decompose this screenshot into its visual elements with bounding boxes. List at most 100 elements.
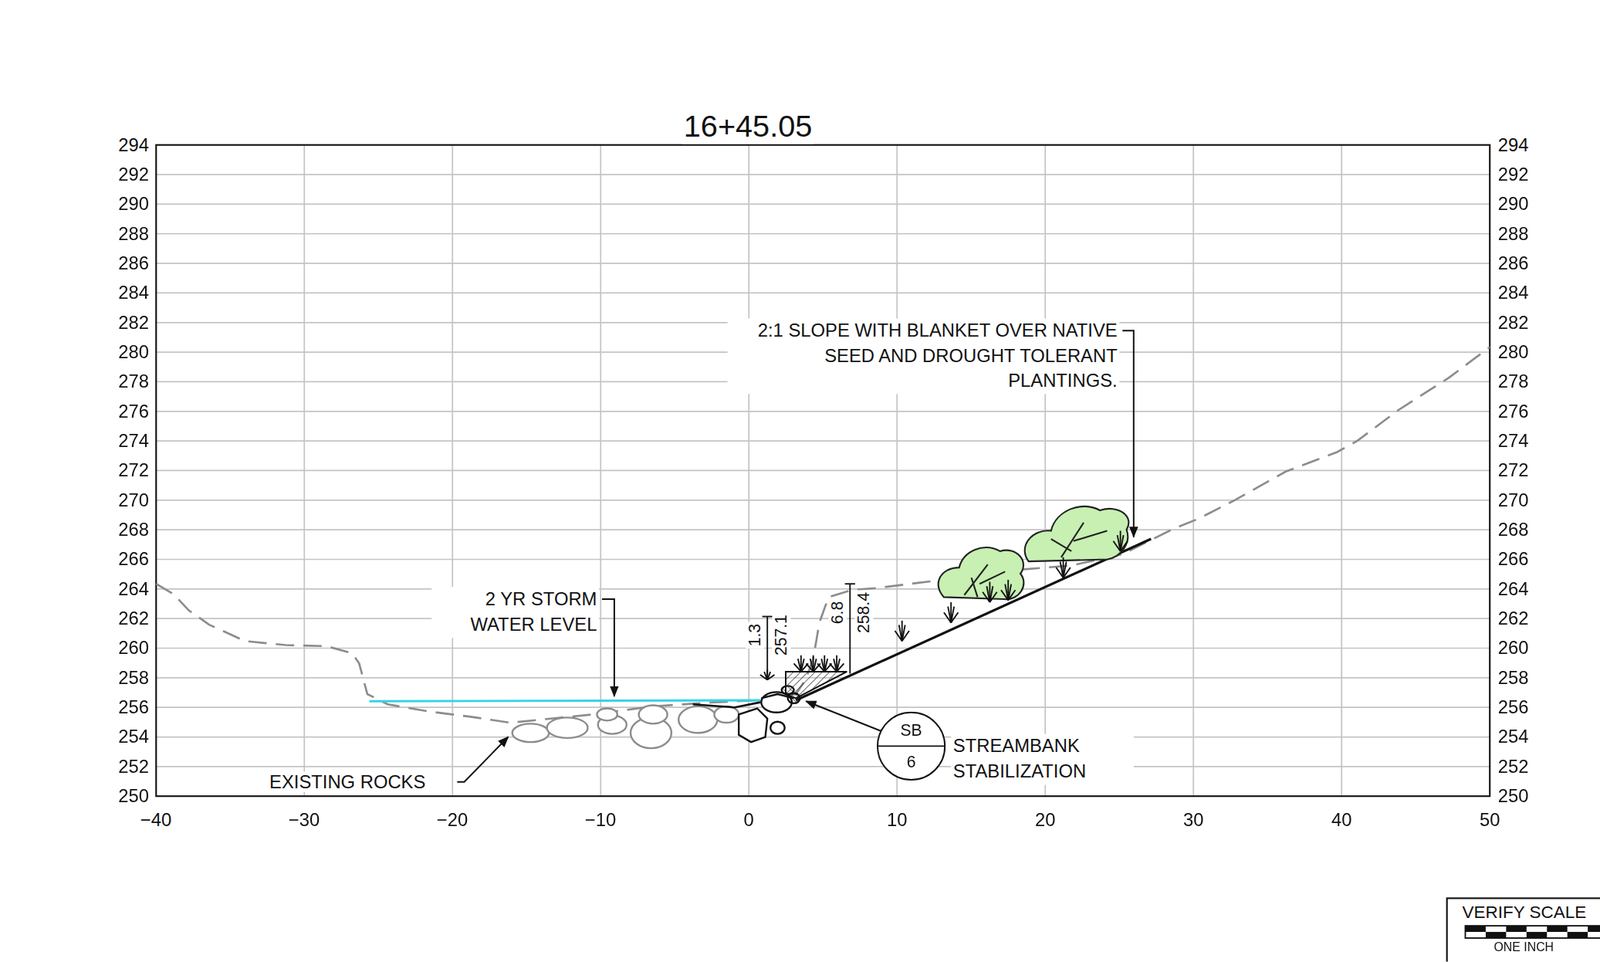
- grass-stroke: [902, 630, 910, 641]
- scale-bar-segment: [1485, 931, 1506, 938]
- detail-id: SB: [899, 721, 922, 738]
- grid-line: [155, 203, 1490, 206]
- scale-bar-segment: [1505, 925, 1526, 932]
- callout-note: EXISTING ROCKS: [267, 771, 428, 792]
- axis-value: 276: [1495, 400, 1531, 422]
- axis-value: 272: [1495, 460, 1531, 481]
- scale-bar-segment: [1526, 931, 1547, 938]
- axis-value: 250: [1495, 784, 1531, 806]
- axis-value: 256: [1495, 696, 1531, 718]
- grass-stroke: [1008, 589, 1015, 600]
- axis-value: 292: [116, 163, 152, 185]
- dimension: 1.3: [745, 621, 765, 649]
- axis-value: 254: [1495, 726, 1531, 748]
- grid-line: [155, 292, 1490, 295]
- sheet-number: 6: [906, 753, 917, 770]
- dimension: 6.8: [828, 598, 847, 626]
- grid-line: [155, 617, 1490, 620]
- axis-value: 276: [116, 400, 152, 422]
- grass-stroke: [1063, 567, 1071, 578]
- scale-bar-segment: [1587, 925, 1600, 932]
- scale-bar: [1464, 925, 1600, 938]
- offset-value: −30: [286, 808, 322, 830]
- axis-value: 260: [1495, 637, 1531, 659]
- plantings: [760, 530, 1128, 680]
- proposed-slope: [795, 538, 1151, 701]
- plot-border: [155, 145, 1490, 796]
- callout-note: 2 YR STORM WATER LEVEL: [431, 586, 599, 638]
- axis-value: 262: [1495, 607, 1531, 629]
- scale-bar-segment: [1464, 925, 1485, 932]
- offset-value: −40: [138, 808, 174, 830]
- grass-stroke: [1120, 541, 1128, 552]
- soil-wrap: [785, 671, 847, 698]
- axis-value: 262: [116, 607, 152, 629]
- axis-value: 290: [1495, 193, 1531, 215]
- grid-line: [155, 173, 1490, 176]
- grass-stroke: [836, 663, 844, 672]
- axis-value: 278: [116, 371, 152, 393]
- scale-note: VERIFY SCALE: [1460, 902, 1589, 923]
- grid-line: [155, 233, 1490, 235]
- scale-note: ONE INCH: [1491, 940, 1557, 955]
- existing-rocks: [512, 705, 739, 749]
- axis-value: 264: [1495, 578, 1531, 599]
- axis-value: 284: [1495, 282, 1531, 304]
- axis-value: 268: [1495, 518, 1531, 540]
- leader-lines: [456, 330, 1134, 782]
- axis-value: 250: [116, 784, 152, 806]
- station-title: 16+45.05: [681, 108, 815, 145]
- axis-value: 254: [116, 726, 152, 748]
- callout-circle: [877, 712, 945, 780]
- scale-bar-segment: [1567, 931, 1588, 938]
- detail-callout-circle: SB 6: [876, 710, 947, 781]
- axis-value: 280: [1495, 341, 1531, 362]
- storm-water-level: [369, 700, 761, 701]
- axis-value: 268: [116, 518, 152, 540]
- offset-value: 50: [1477, 808, 1502, 830]
- axis-value: 274: [1495, 429, 1531, 451]
- offset-value: 30: [1180, 808, 1206, 830]
- axis-value: 288: [1495, 223, 1531, 244]
- axis-value: 256: [116, 696, 152, 718]
- dimension-lines: [762, 583, 856, 678]
- axis-value: 282: [1495, 311, 1531, 333]
- axis-value: 264: [116, 578, 152, 599]
- grid-line: [155, 558, 1490, 561]
- offset-value: 40: [1329, 808, 1354, 830]
- offset-value: 20: [1032, 808, 1058, 830]
- grid-line: [155, 647, 1490, 650]
- grass-stroke: [950, 612, 958, 623]
- axis-value: 292: [1495, 163, 1531, 185]
- axis-value: 252: [116, 755, 152, 777]
- axis-value: 286: [1495, 252, 1531, 274]
- axis-value: 272: [116, 460, 152, 481]
- axis-value: 294: [116, 134, 152, 156]
- channel-line: [693, 702, 761, 708]
- scale-box: [1447, 897, 1600, 961]
- grid-line: [155, 528, 1490, 531]
- axis-value: 260: [116, 637, 152, 659]
- grass-stroke: [767, 674, 775, 680]
- grid-line: [155, 765, 1490, 768]
- axis-value: 286: [116, 252, 152, 274]
- axis-value: 258: [1495, 666, 1531, 688]
- offset-value: 10: [884, 808, 910, 830]
- shrubs: [938, 506, 1130, 599]
- axis-value: 282: [116, 311, 152, 333]
- axis-value: 280: [116, 341, 152, 362]
- axis-value: 288: [116, 223, 152, 244]
- dimension: 257.1: [772, 612, 792, 657]
- axis-value: 294: [1495, 134, 1531, 156]
- axis-value: 270: [116, 489, 152, 511]
- grid-lines: [155, 145, 1490, 796]
- grid-line: [155, 499, 1490, 501]
- grid-line: [155, 588, 1490, 590]
- axis-value: 252: [1495, 755, 1531, 777]
- axis-value: 270: [1495, 489, 1531, 511]
- axis-value: 258: [116, 666, 152, 688]
- callout-note: STREAMBANK STABILIZATION: [950, 734, 1134, 785]
- axis-value: 266: [1495, 548, 1531, 570]
- grid-line: [155, 262, 1490, 264]
